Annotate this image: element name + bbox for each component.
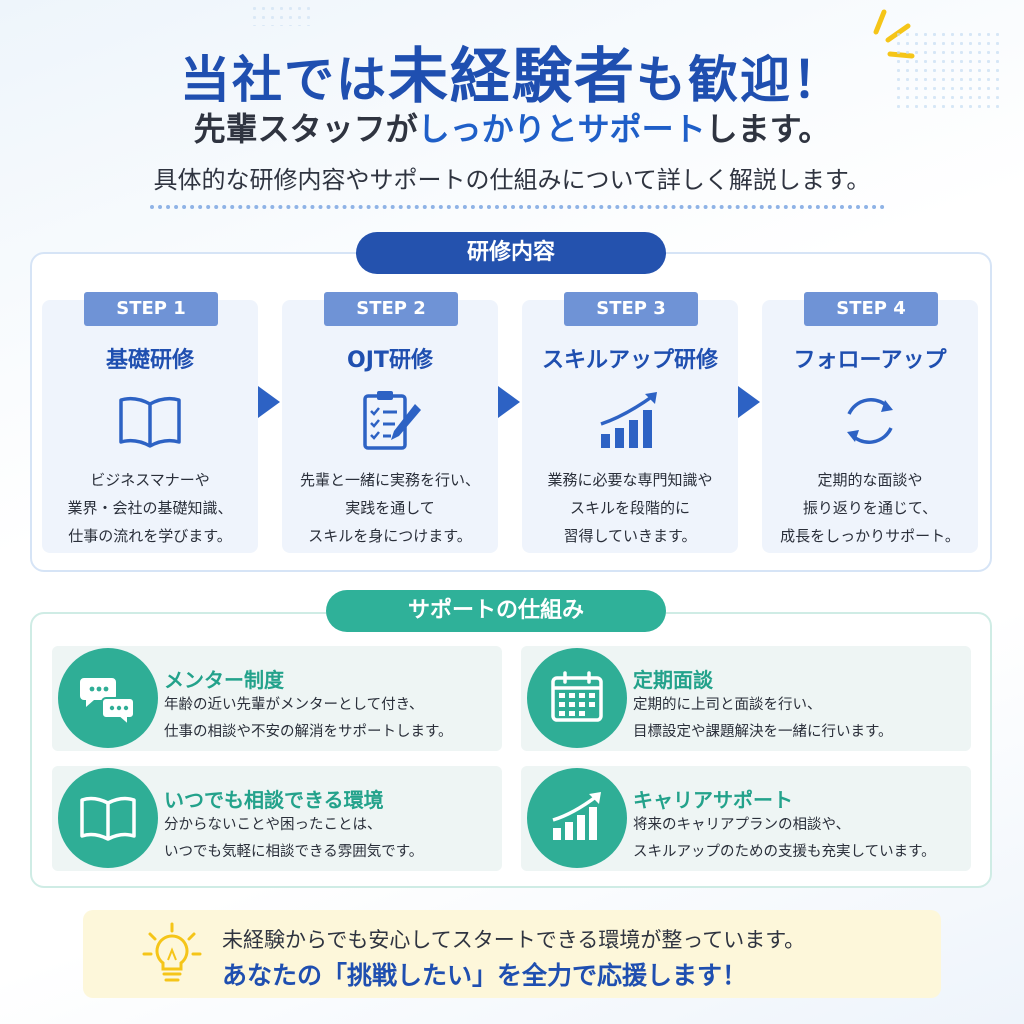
lightbulb-icon	[142, 922, 202, 982]
step-description: 先輩と一緒に実務を行い、 実践を通して スキルを身につけます。	[282, 466, 498, 550]
title-emphasis: 未経験者	[388, 42, 636, 112]
training-heading: 研修内容	[356, 232, 666, 274]
card-title: いつでも相談できる環境	[164, 788, 384, 812]
clipboard-pen-icon	[363, 391, 421, 450]
step-arrow-icon	[258, 386, 280, 418]
support-card-career: キャリアサポート 将来のキャリアプランの相談や、 スキルアップのための支援も充実…	[521, 766, 971, 871]
footer-banner	[83, 910, 941, 998]
step-desc-line: 業界・会社の基礎知識、	[67, 499, 233, 517]
card-text: 分からないことや困ったことは、 いつでも気軽に相談できる雰囲気です。	[164, 812, 423, 866]
step-desc-line: 業務に必要な専門知識や	[547, 471, 713, 489]
step-card-1: STEP 1 基礎研修 ビジネスマナーや 業界・会社の基礎知識、 仕事の流れを学…	[42, 292, 258, 553]
card-title: キャリアサポート	[633, 788, 793, 812]
support-heading: サポートの仕組み	[326, 590, 666, 632]
step-arrow-icon	[738, 386, 760, 418]
decorative-dots	[250, 4, 310, 26]
step-card-2: STEP 2 OJT研修 先輩と一緒に実務を行い、 実践を通して スキルを身につ…	[282, 292, 498, 553]
page-title: 当社では未経験者も歓迎！	[0, 28, 1024, 115]
open-book-icon	[119, 396, 181, 448]
card-text-line: いつでも気軽に相談できる雰囲気です。	[164, 844, 424, 860]
dotted-divider	[150, 205, 885, 209]
step-arrow-icon	[498, 386, 520, 418]
card-text-line: 目標設定や課題解決を一緒に行います。	[633, 724, 893, 740]
step-card-4: STEP 4 フォローアップ 定期的な面談や 振り返りを通じて、 成長をしっかり…	[762, 292, 978, 553]
step-description: 業務に必要な専門知識や スキルを段階的に 習得していきます。	[522, 466, 738, 550]
decorative-dots	[894, 30, 1004, 110]
card-text-line: 仕事の相談や不安の解消をサポートします。	[164, 724, 453, 740]
step-title: スキルアップ研修	[541, 348, 718, 373]
subtitle-prefix: 先輩スタッフが	[193, 110, 418, 148]
step-tag: STEP 2	[324, 292, 458, 326]
step-title: フォローアップ	[793, 348, 947, 373]
step-desc-line: ビジネスマナーや	[90, 471, 210, 489]
support-card-mentor: メンター制度 年齢の近い先輩がメンターとして付き、 仕事の相談や不安の解消をサポ…	[52, 646, 502, 751]
card-text-line: スキルアップのための支援も充実しています。	[633, 844, 936, 860]
growth-chart-icon	[600, 392, 657, 448]
icon-circle	[527, 768, 627, 868]
intro-text: 具体的な研修内容やサポートの仕組みについて詳しく解説します。	[153, 166, 871, 194]
step-desc-line: 成長をしっかりサポート。	[780, 527, 960, 545]
step-desc-line: スキルを身につけます。	[308, 527, 472, 545]
step-desc-line: 実践を通して	[345, 499, 435, 517]
card-text-line: 将来のキャリアプランの相談や、	[633, 817, 851, 833]
open-book-icon	[80, 796, 136, 841]
card-text: 将来のキャリアプランの相談や、 スキルアップのための支援も充実しています。	[633, 812, 936, 866]
step-desc-line: 定期的な面談や	[817, 471, 923, 489]
subtitle: 先輩スタッフがしっかりとサポートします。	[0, 104, 1024, 150]
icon-circle	[58, 768, 158, 868]
chat-bubbles-icon	[80, 678, 135, 728]
step-desc-line: スキルを段階的に	[569, 499, 690, 517]
step-desc-line: 習得していきます。	[563, 527, 697, 545]
step-tag: STEP 4	[804, 292, 938, 326]
support-card-interview: 定期面談 定期的に上司と面談を行い、 目標設定や課題解決を一緒に行います。	[521, 646, 971, 751]
support-card-consultation: いつでも相談できる環境 分からないことや困ったことは、 いつでも気軽に相談できる…	[52, 766, 502, 871]
cycle-arrows-icon	[847, 398, 893, 444]
step-title: OJT研修	[347, 348, 433, 373]
card-text: 年齢の近い先輩がメンターとして付き、 仕事の相談や不安の解消をサポートします。	[164, 692, 453, 746]
step-card-3: STEP 3 スキルアップ研修 業務に必要な専門知識や スキルを段階的に 習得し…	[522, 292, 738, 553]
step-desc-line: 先輩と一緒に実務を行い、	[299, 471, 480, 489]
calendar-icon	[551, 671, 603, 722]
subtitle-suffix: します。	[705, 110, 831, 148]
step-description: 定期的な面談や 振り返りを通じて、 成長をしっかりサポート。	[762, 466, 978, 550]
card-title: 定期面談	[633, 668, 713, 692]
footer-line-1: 未経験からでも安心してスタートできる環境が整っています。	[222, 928, 806, 952]
card-text-line: 定期的に上司と面談を行い、	[633, 697, 822, 713]
step-tag: STEP 3	[564, 292, 698, 326]
step-tag: STEP 1	[84, 292, 218, 326]
step-description: ビジネスマナーや 業界・会社の基礎知識、 仕事の流れを学びます。	[42, 466, 258, 550]
card-text-line: 分からないことや困ったことは、	[164, 817, 382, 833]
card-text: 定期的に上司と面談を行い、 目標設定や課題解決を一緒に行います。	[633, 692, 893, 746]
icon-circle	[58, 648, 158, 748]
title-prefix: 当社では	[180, 51, 388, 109]
footer-line-2: あなたの「挑戦したい」を全力で応援します！	[222, 961, 748, 990]
subtitle-highlight: しっかりとサポート	[417, 110, 706, 148]
card-title: メンター制度	[164, 668, 284, 692]
card-text-line: 年齢の近い先輩がメンターとして付き、	[164, 697, 424, 713]
growth-chart-icon	[552, 792, 601, 840]
icon-circle	[527, 648, 627, 748]
step-title: 基礎研修	[105, 348, 194, 373]
step-desc-line: 仕事の流れを学びます。	[68, 527, 232, 545]
step-desc-line: 振り返りを通じて、	[802, 499, 938, 517]
title-suffix: も歓迎！	[636, 51, 844, 109]
